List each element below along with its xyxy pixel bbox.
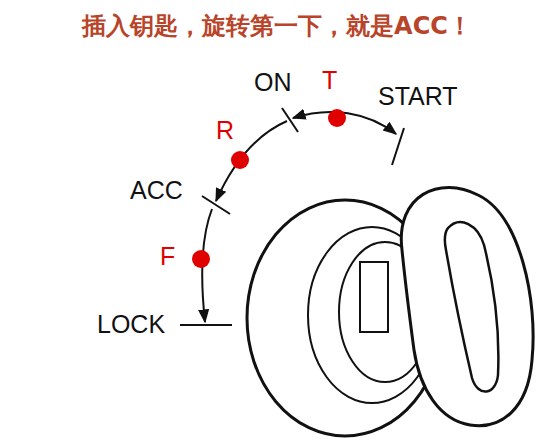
key-blade [360,262,388,332]
position-label: ACC [130,178,183,203]
title: 插入钥匙，旋转第一下，就是ACC！ [82,14,472,38]
key-hole [445,222,498,391]
position-label: ON [254,70,292,95]
position-label: START [378,84,458,109]
position-letter: T [322,68,337,93]
t-dot [328,109,346,127]
on-tick [282,108,298,132]
r-dot [231,151,249,169]
lock-tick [180,324,232,326]
key-head [401,187,533,425]
position-letter: R [216,118,234,143]
position-letter: F [160,244,175,269]
position-label: LOCK [97,312,165,337]
start-tick [392,128,404,165]
acc-tick [202,196,230,214]
f-dot [192,250,210,268]
